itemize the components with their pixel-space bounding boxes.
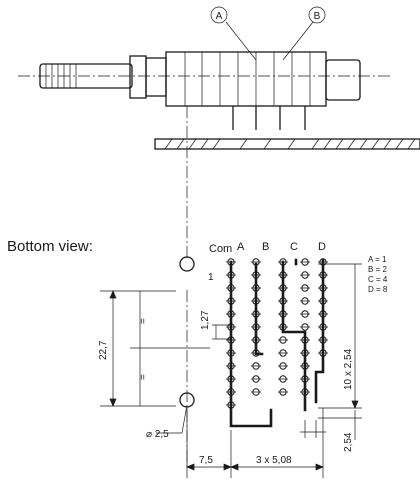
legend-d: D = 8 [368,285,388,294]
terminal-pins [232,106,306,130]
dim-height: 22,7 [98,340,109,360]
legend-b: B = 2 [368,265,387,274]
dim-offset: 7,5 [199,455,213,466]
dim-eq-upper: = [138,318,149,324]
callout-b: B [308,6,326,24]
dim-row-span: 10 x 2,54 [343,348,354,390]
dim-hole-diameter: ⌀ 2,5 [146,429,169,440]
switch-rear-cap [325,59,361,101]
switch-body [165,51,327,107]
dim-pitch-small: 1,27 [200,310,211,330]
dim-eq-lower: = [138,374,149,380]
dim-pitch: 2,54 [343,432,354,452]
callout-a-label: A [216,11,223,22]
shaft-knurling [45,64,77,88]
pcb-section [154,138,420,150]
callout-a: A [210,6,228,24]
column-a: A [237,241,245,253]
legend-a: A = 1 [368,255,387,264]
pin-grid [226,258,328,409]
side-view [18,21,420,260]
column-com: Com [209,243,232,255]
switch-decks [184,52,311,106]
dimension-lines [100,263,362,478]
column-b: B [262,241,269,253]
dim-col-span: 3 x 5,08 [256,455,292,466]
column-c: C [290,241,298,253]
legend-c: C = 4 [368,275,388,284]
pcb-traces [229,258,325,428]
bottom-view-label: Bottom view: [7,238,93,255]
column-d: D [318,241,326,253]
callout-b-label: B [314,11,321,22]
pin-one-label: 1 [208,272,214,283]
mounting-hole-top [179,256,195,272]
bcd-legend: A = 1 B = 2 C = 4 D = 8 [368,255,388,294]
